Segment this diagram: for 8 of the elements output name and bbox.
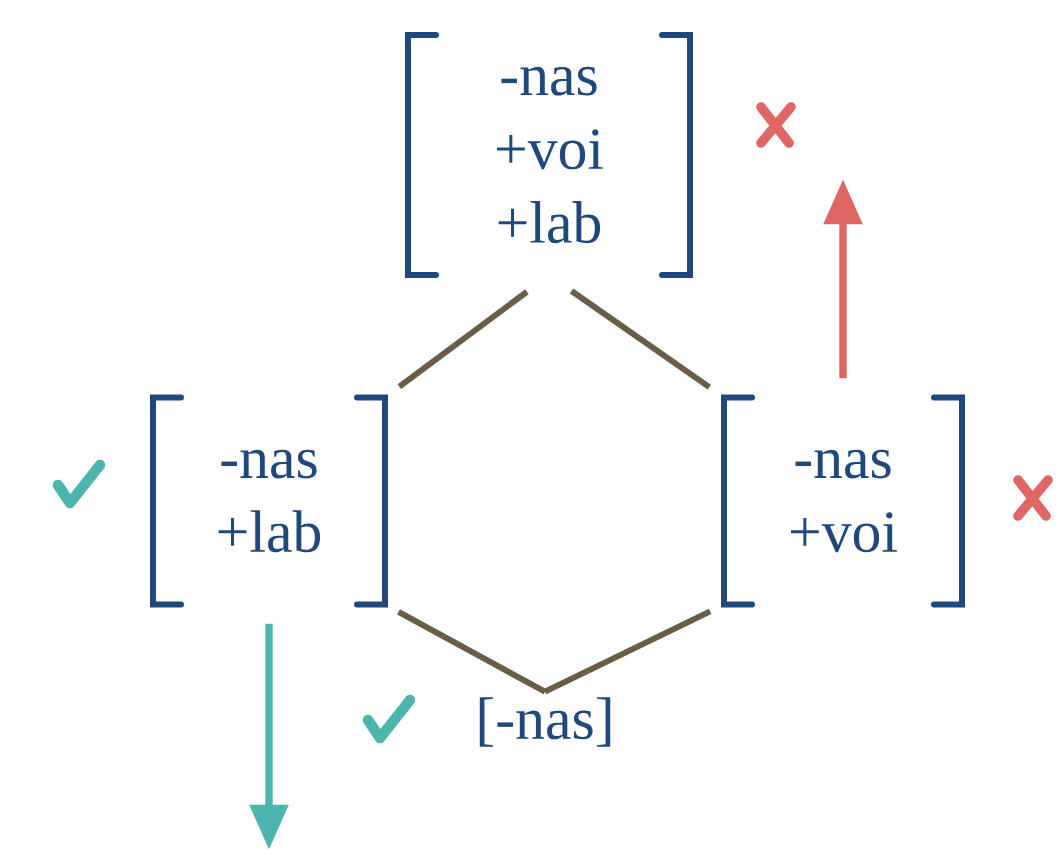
- feature-matrix: -nas +voi: [721, 394, 965, 608]
- connecting-line: [397, 609, 547, 695]
- connecting-line: [543, 608, 712, 695]
- feature-matrix: -nas +voi +lab: [405, 32, 693, 278]
- feature-text: [-nas]: [479, 697, 611, 747]
- feature-matrix: -nas +lab: [150, 394, 388, 608]
- connecting-line: [569, 288, 712, 390]
- connecting-line: [397, 289, 529, 390]
